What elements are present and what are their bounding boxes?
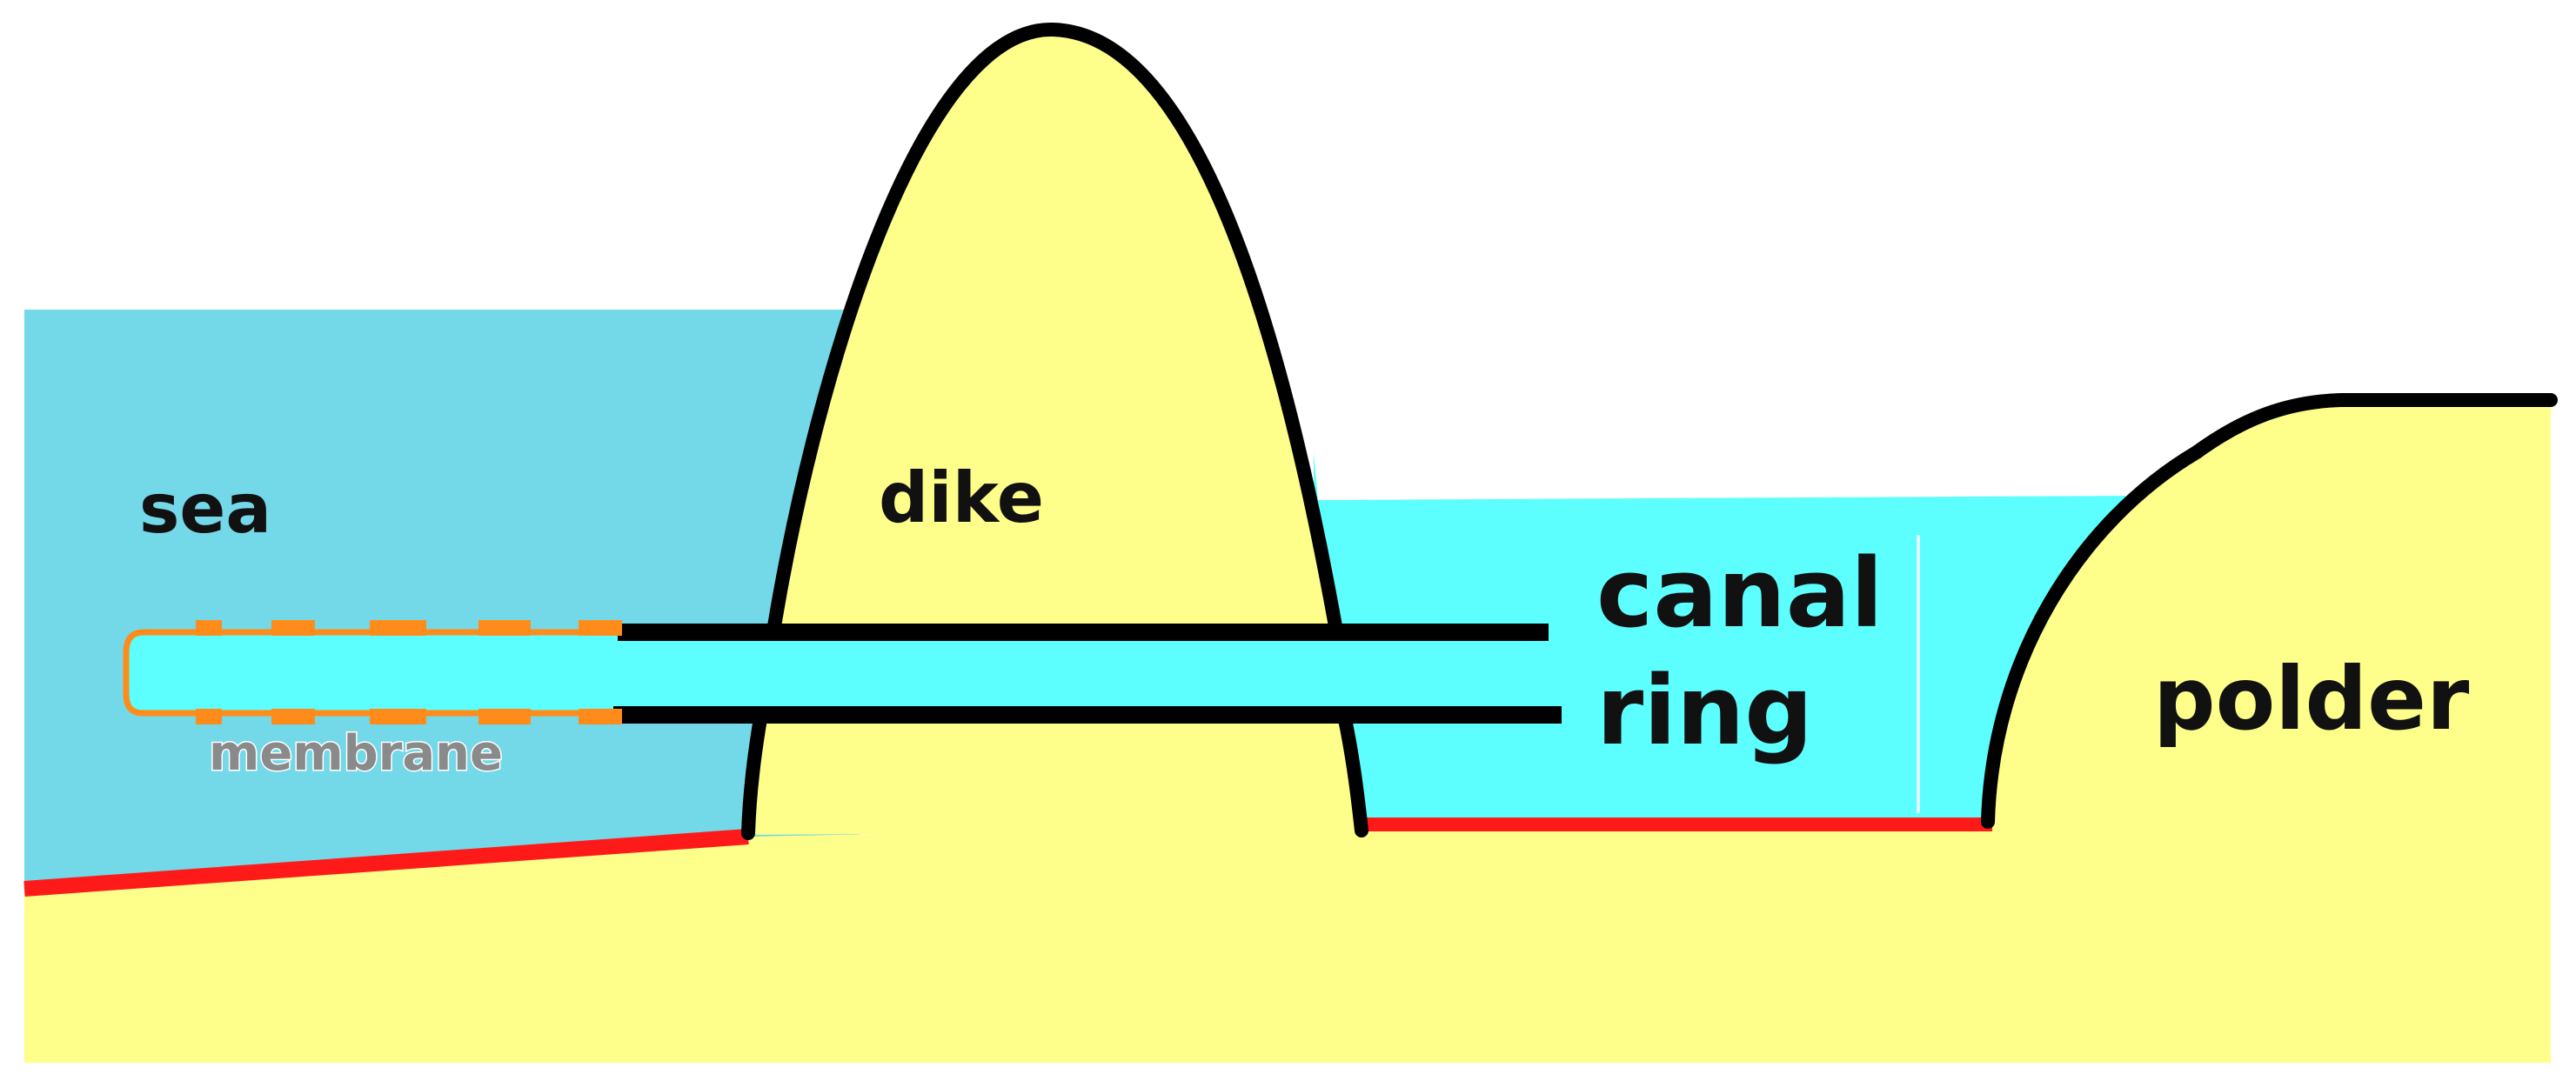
- canal-water: [1314, 452, 2140, 817]
- label-membrane: membrane: [209, 725, 503, 782]
- membrane-outline: [123, 629, 618, 717]
- label-sea: sea: [139, 470, 271, 549]
- label-dike: dike: [879, 457, 1044, 538]
- polder-land: [1988, 400, 2551, 826]
- ground-sand: [24, 822, 2551, 1063]
- polder-outline: [1981, 393, 2558, 829]
- sea-bed-line: [23, 829, 749, 897]
- sea-water: [24, 310, 860, 884]
- label-ring: ring: [1596, 655, 1813, 766]
- membrane-tube: [126, 630, 1557, 715]
- label-canal: canal: [1596, 537, 1883, 649]
- label-polder: polder: [2153, 648, 2470, 750]
- membrane-dashes: [196, 620, 622, 724]
